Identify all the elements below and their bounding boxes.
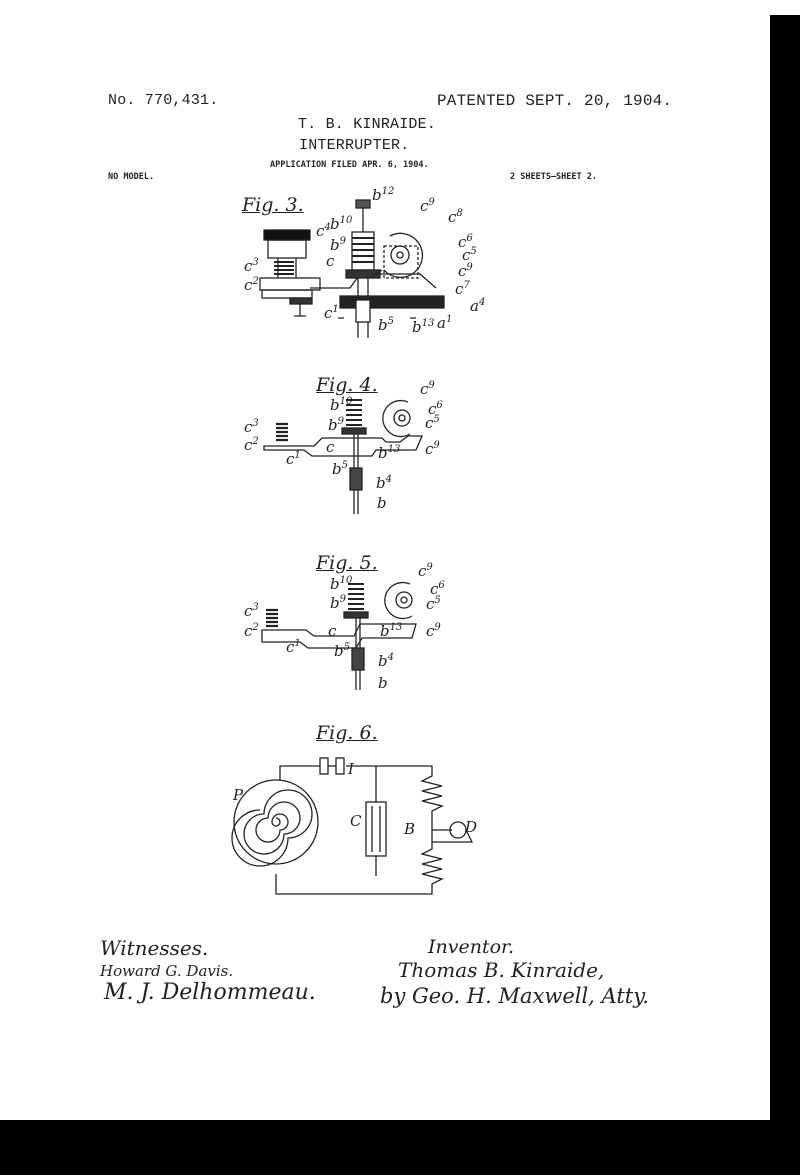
figure-3-title: Fig. 3.: [242, 194, 304, 216]
witness-signature-2: M. J. Delhommeau.: [104, 980, 316, 1005]
scan-border-bottom: [0, 1120, 800, 1175]
reference-label: c2: [244, 622, 259, 640]
reference-label: c8: [448, 208, 463, 226]
attorney-signature: by Geo. H. Maxwell, Atty.: [380, 984, 649, 1008]
reference-label: b4: [376, 474, 392, 492]
reference-label: b: [377, 494, 387, 512]
patent-number: No. 770,431.: [108, 92, 219, 109]
reference-label: c2: [244, 276, 259, 294]
reference-label: c9: [425, 440, 440, 458]
reference-label: D: [465, 818, 478, 836]
patent-title: INTERRUPTER.: [299, 137, 410, 154]
reference-label: b12: [372, 186, 395, 204]
application-filed: APPLICATION FILED APR. 6, 1904.: [270, 160, 429, 170]
sheet-count: 2 SHEETS—SHEET 2.: [510, 172, 597, 182]
figure-6-title: Fig. 6.: [316, 722, 378, 744]
no-model: NO MODEL.: [108, 172, 155, 182]
figure-5-title: Fig. 5.: [316, 552, 378, 574]
figure-4-title: Fig. 4.: [316, 374, 378, 396]
reference-label: c9: [420, 380, 435, 398]
reference-label: c3: [244, 418, 259, 436]
reference-label: c5: [425, 414, 440, 432]
reference-label: a1: [437, 314, 453, 332]
reference-label: c3: [244, 602, 259, 620]
witness-signature-1: Howard G. Davis.: [100, 962, 234, 980]
inventor-name: T. B. KINRAIDE.: [298, 116, 437, 133]
reference-label: B: [404, 820, 416, 838]
reference-label: b5: [378, 316, 394, 334]
reference-label: b5: [332, 460, 348, 478]
reference-label: c: [326, 252, 335, 270]
inventor-heading: Inventor.: [428, 936, 515, 958]
figure-5-drawing: [261, 581, 417, 690]
reference-label: b10: [330, 215, 353, 233]
reference-label: c6: [428, 400, 443, 418]
reference-label: P: [233, 786, 244, 804]
reference-label: b13: [378, 444, 401, 462]
reference-label: c7: [455, 280, 470, 298]
figure-3-drawing: [259, 199, 445, 338]
reference-label: c1: [324, 304, 339, 322]
inventor-signature: Thomas B. Kinraide,: [398, 958, 605, 982]
reference-label: c1: [286, 638, 301, 656]
reference-label: c5: [426, 595, 441, 613]
reference-label: b9: [328, 416, 344, 434]
reference-label: c6: [430, 580, 445, 598]
scan-border-right: [770, 15, 800, 1175]
reference-label: c9: [426, 622, 441, 640]
figure-6-drawing: [231, 757, 474, 895]
witnesses-heading: Witnesses.: [100, 936, 209, 960]
reference-label: b: [378, 674, 388, 692]
reference-label: c2: [244, 436, 259, 454]
reference-label: c4: [316, 222, 331, 240]
reference-label: b9: [330, 236, 346, 254]
reference-label: c5: [462, 246, 477, 264]
reference-label: b10: [330, 575, 353, 593]
reference-label: c: [328, 622, 337, 640]
reference-label: c6: [458, 233, 473, 251]
reference-label: c9: [458, 262, 473, 280]
reference-label: b9: [330, 594, 346, 612]
reference-label: c9: [420, 197, 435, 215]
reference-label: a4: [470, 297, 486, 315]
reference-label: c: [326, 438, 335, 456]
reference-label: b4: [378, 652, 394, 670]
reference-label: C: [350, 812, 362, 830]
reference-label: b13: [380, 622, 403, 640]
figure-4-drawing: [263, 399, 423, 514]
reference-label: b10: [330, 396, 353, 414]
reference-label: c1: [286, 450, 301, 468]
reference-label: c9: [418, 562, 433, 580]
patented-date: PATENTED SEPT. 20, 1904.: [437, 92, 673, 110]
reference-label: I: [348, 760, 354, 778]
reference-label: c3: [244, 257, 259, 275]
reference-label: b13: [412, 318, 435, 336]
reference-label: b5: [334, 642, 350, 660]
